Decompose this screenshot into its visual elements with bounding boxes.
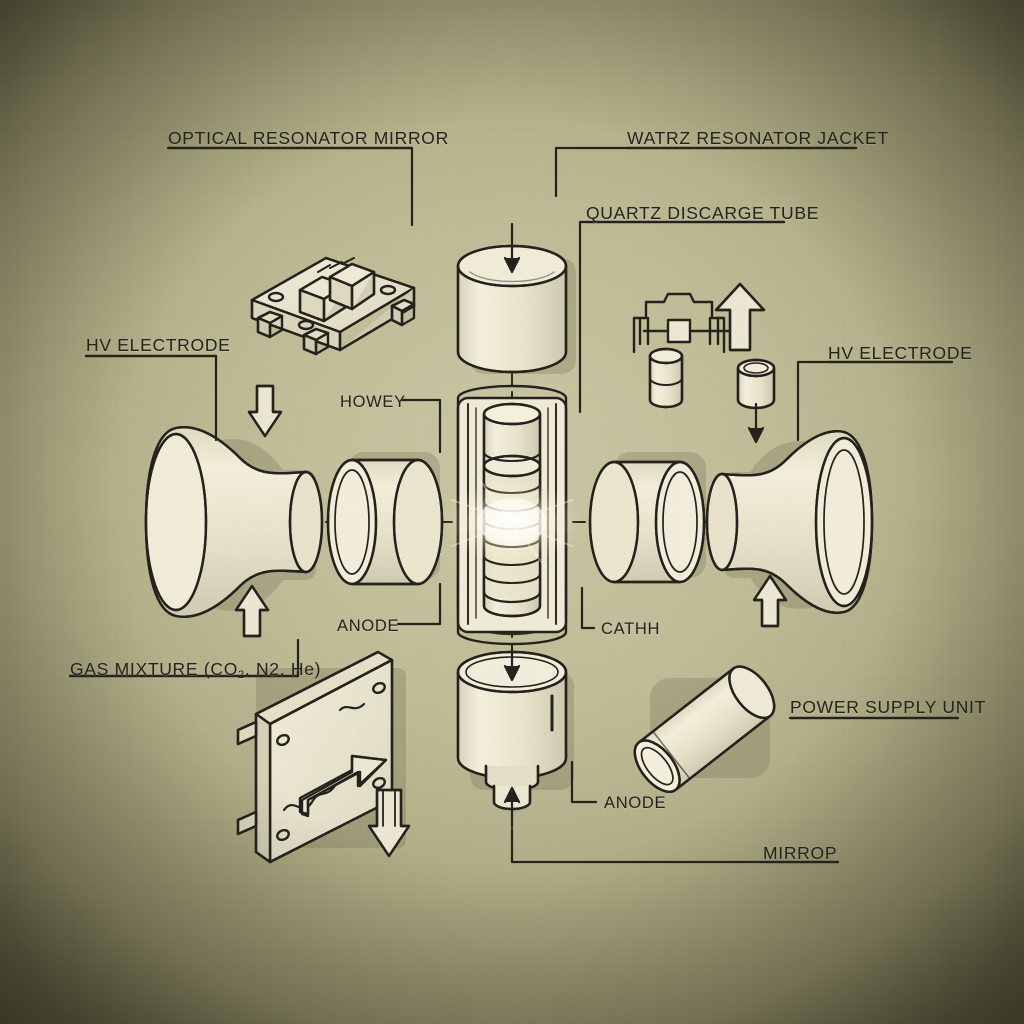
power-supply-schematic <box>632 292 736 354</box>
gas-mixture-subscript: 2 <box>238 669 245 681</box>
anode-left-cylinder <box>326 458 444 586</box>
label-anode-bottom: ANODE <box>604 794 667 812</box>
leader-watrz-resonator-jacket <box>554 146 858 198</box>
leader-anode-left <box>396 582 442 626</box>
label-quartz-discharge-tube: QUARTZ DISCARGE TUBE <box>586 203 820 223</box>
gas-mixture-prefix: GAS MIXTURE (CO <box>70 659 239 679</box>
hv-electrode-right-horn <box>705 430 874 614</box>
label-anode-left: ANODE <box>337 617 400 635</box>
label-cathh: CATHH <box>601 620 661 638</box>
label-hv-electrode-left: HV ELECTRODE <box>86 335 231 355</box>
label-howey: HOWEY <box>340 393 406 411</box>
label-watrz-resonator-jacket: WATRZ RESONATOR JACKET <box>627 128 889 148</box>
leader-howey <box>400 398 442 454</box>
label-optical-resonator-mirror: OPTICAL RESONATOR MIRROR <box>168 128 449 148</box>
optical-resonator-mirror-pcb <box>250 256 416 356</box>
leader-hv-electrode-right <box>796 360 954 442</box>
small-cylinder-b <box>736 358 776 410</box>
arrow-down-left-upper <box>247 384 283 438</box>
label-hv-electrode-right: HV ELECTRODE <box>828 343 973 363</box>
leader-cathh <box>580 586 596 630</box>
leader-hv-electrode-left <box>84 354 218 442</box>
leader-anode-bottom <box>570 760 598 804</box>
hv-electrode-left-horn <box>144 426 324 618</box>
leader-optical-resonator-mirror <box>166 146 414 227</box>
label-gas-mixture: GAS MIXTURE (CO2, N2, He) <box>70 659 321 681</box>
arrow-down-right-plug <box>747 402 765 444</box>
small-cylinder-a <box>648 347 684 409</box>
cathode-right-cylinder <box>588 460 706 584</box>
label-power-supply-unit: POWER SUPPLY UNIT <box>790 697 987 717</box>
label-mirrop: MIRROP <box>763 843 838 863</box>
gas-mixture-suffix: , N2, He) <box>244 659 322 679</box>
